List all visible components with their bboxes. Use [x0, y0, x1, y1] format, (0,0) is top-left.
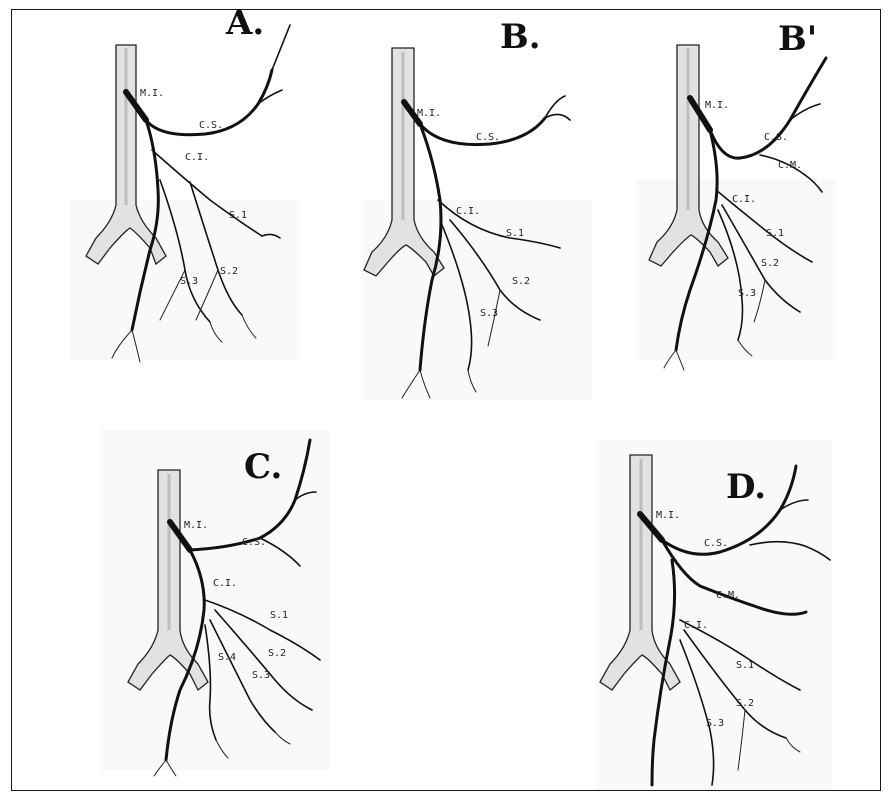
- label-cs-c: C.S.: [242, 537, 266, 548]
- panel-letter-c: C.: [244, 447, 282, 487]
- panel-letter-a: A.: [225, 3, 264, 43]
- label-s1-d: S.1: [736, 660, 754, 671]
- label-s3-d: S.3: [706, 718, 724, 729]
- label-ci-d: C.I.: [684, 620, 708, 631]
- label-s2-c: S.2: [268, 648, 286, 659]
- label-cm-b-prime: C.M.: [778, 160, 802, 171]
- label-cs-b: C.S.: [476, 132, 500, 143]
- label-s1-c: S.1: [270, 610, 288, 621]
- label-mi-d: M.I.: [656, 510, 680, 521]
- label-mi-b-prime: M.I.: [705, 100, 729, 111]
- label-ci-a: C.I.: [185, 152, 209, 163]
- label-ci-b: C.I.: [456, 206, 480, 217]
- label-mi-c: M.I.: [184, 520, 208, 531]
- label-mi-a: M.I.: [140, 88, 164, 99]
- label-s2-a: S.2: [220, 266, 238, 277]
- label-s3-c: S.3: [252, 670, 270, 681]
- label-s4-c: S.4: [218, 652, 236, 663]
- panel-b-prime: B' M.I. C.S. C.M. C.I. S.1 S.2 S.3: [636, 19, 836, 370]
- label-s3-a: S.3: [180, 276, 198, 287]
- label-ci-c: C.I.: [213, 578, 237, 589]
- label-s1-a: S.1: [229, 210, 247, 221]
- label-s2-b-prime: S.2: [761, 258, 779, 269]
- label-s1-b-prime: S.1: [766, 228, 784, 239]
- label-s2-b: S.2: [512, 276, 530, 287]
- label-s1-b: S.1: [506, 228, 524, 239]
- label-s3-b-prime: S.3: [738, 288, 756, 299]
- label-mi-b: M.I.: [417, 108, 441, 119]
- panel-letter-b-prime: B': [778, 19, 817, 59]
- label-cm-d: C.M.: [716, 590, 740, 601]
- label-s2-d: S.2: [736, 698, 754, 709]
- label-cs-a: C.S.: [199, 120, 223, 131]
- panel-letter-b: B.: [500, 17, 541, 57]
- panel-b: B. M.I. C.S. C.I. S.1 S.2 S.3: [362, 17, 592, 400]
- panel-letter-d: D.: [726, 467, 766, 507]
- label-cs-b-prime: C.S.: [764, 132, 788, 143]
- label-ci-b-prime: C.I.: [732, 194, 756, 205]
- panel-d: D. M.I. C.S. C.M. C.I. S.1 S.2 S.3: [596, 440, 832, 790]
- panel-a: A. M.I. C.S. C.I. S.1 S.2 S.3: [70, 3, 300, 362]
- label-s3-b: S.3: [480, 308, 498, 319]
- panel-c: C. M.I. C.S. C.I. S.1 S.2 S.3 S.4: [100, 430, 330, 776]
- label-cs-d: C.S.: [704, 538, 728, 549]
